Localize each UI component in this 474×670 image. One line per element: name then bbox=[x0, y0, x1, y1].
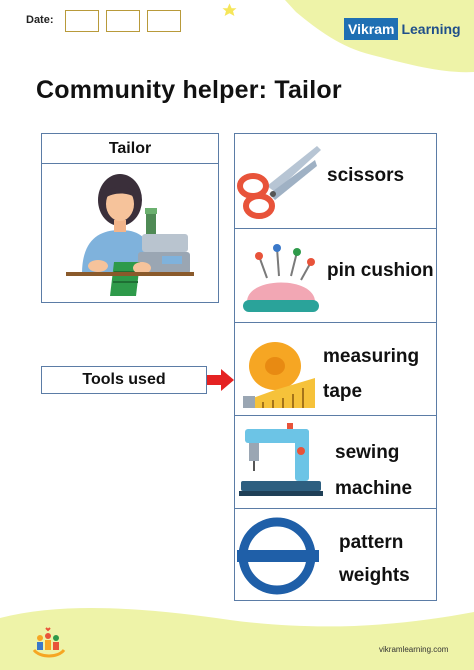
date-box-year[interactable] bbox=[147, 10, 181, 32]
tool-label: sewing bbox=[335, 442, 400, 463]
tool-label: tape bbox=[323, 381, 363, 402]
date-label: Date: bbox=[26, 14, 54, 26]
tool-label: weights bbox=[339, 565, 410, 586]
list-item: pattern weights bbox=[235, 508, 436, 601]
tailor-panel: Tailor bbox=[41, 133, 219, 303]
date-box-month[interactable] bbox=[106, 10, 140, 32]
tool-label: scissors bbox=[327, 165, 405, 186]
tools-used-label: Tools used bbox=[41, 366, 207, 394]
tailor-illustration-icon bbox=[66, 174, 194, 296]
tailor-heading: Tailor bbox=[42, 134, 218, 164]
tool-label: machine bbox=[335, 478, 413, 499]
tools-list: scissors pin cushion measuring tape bbox=[234, 133, 437, 601]
list-item: measuring tape bbox=[235, 322, 436, 415]
list-item: pin cushion bbox=[235, 228, 436, 322]
kids-logo-icon bbox=[32, 627, 66, 658]
brand-logo: Vikram Learning bbox=[344, 18, 464, 40]
tool-label: pin cushion bbox=[327, 260, 434, 281]
logo-part2: Learning bbox=[401, 21, 461, 37]
list-item: scissors bbox=[235, 134, 436, 228]
footer-url: vikramlearning.com bbox=[379, 645, 449, 654]
arrow-right-icon bbox=[207, 369, 234, 391]
pattern-weights-icon bbox=[237, 517, 319, 595]
footer-decoration bbox=[0, 608, 474, 670]
list-item: sewing machine bbox=[235, 415, 436, 508]
logo-part1: Vikram bbox=[344, 18, 399, 40]
measuring-tape-icon bbox=[243, 342, 315, 408]
tool-label: pattern bbox=[339, 532, 404, 553]
pin-cushion-icon bbox=[243, 244, 319, 312]
page-title: Community helper: Tailor bbox=[36, 76, 342, 104]
date-box-day[interactable] bbox=[65, 10, 99, 32]
scissors-icon bbox=[237, 146, 321, 219]
sewing-machine-icon bbox=[239, 423, 323, 496]
tool-label: measuring bbox=[323, 346, 420, 367]
